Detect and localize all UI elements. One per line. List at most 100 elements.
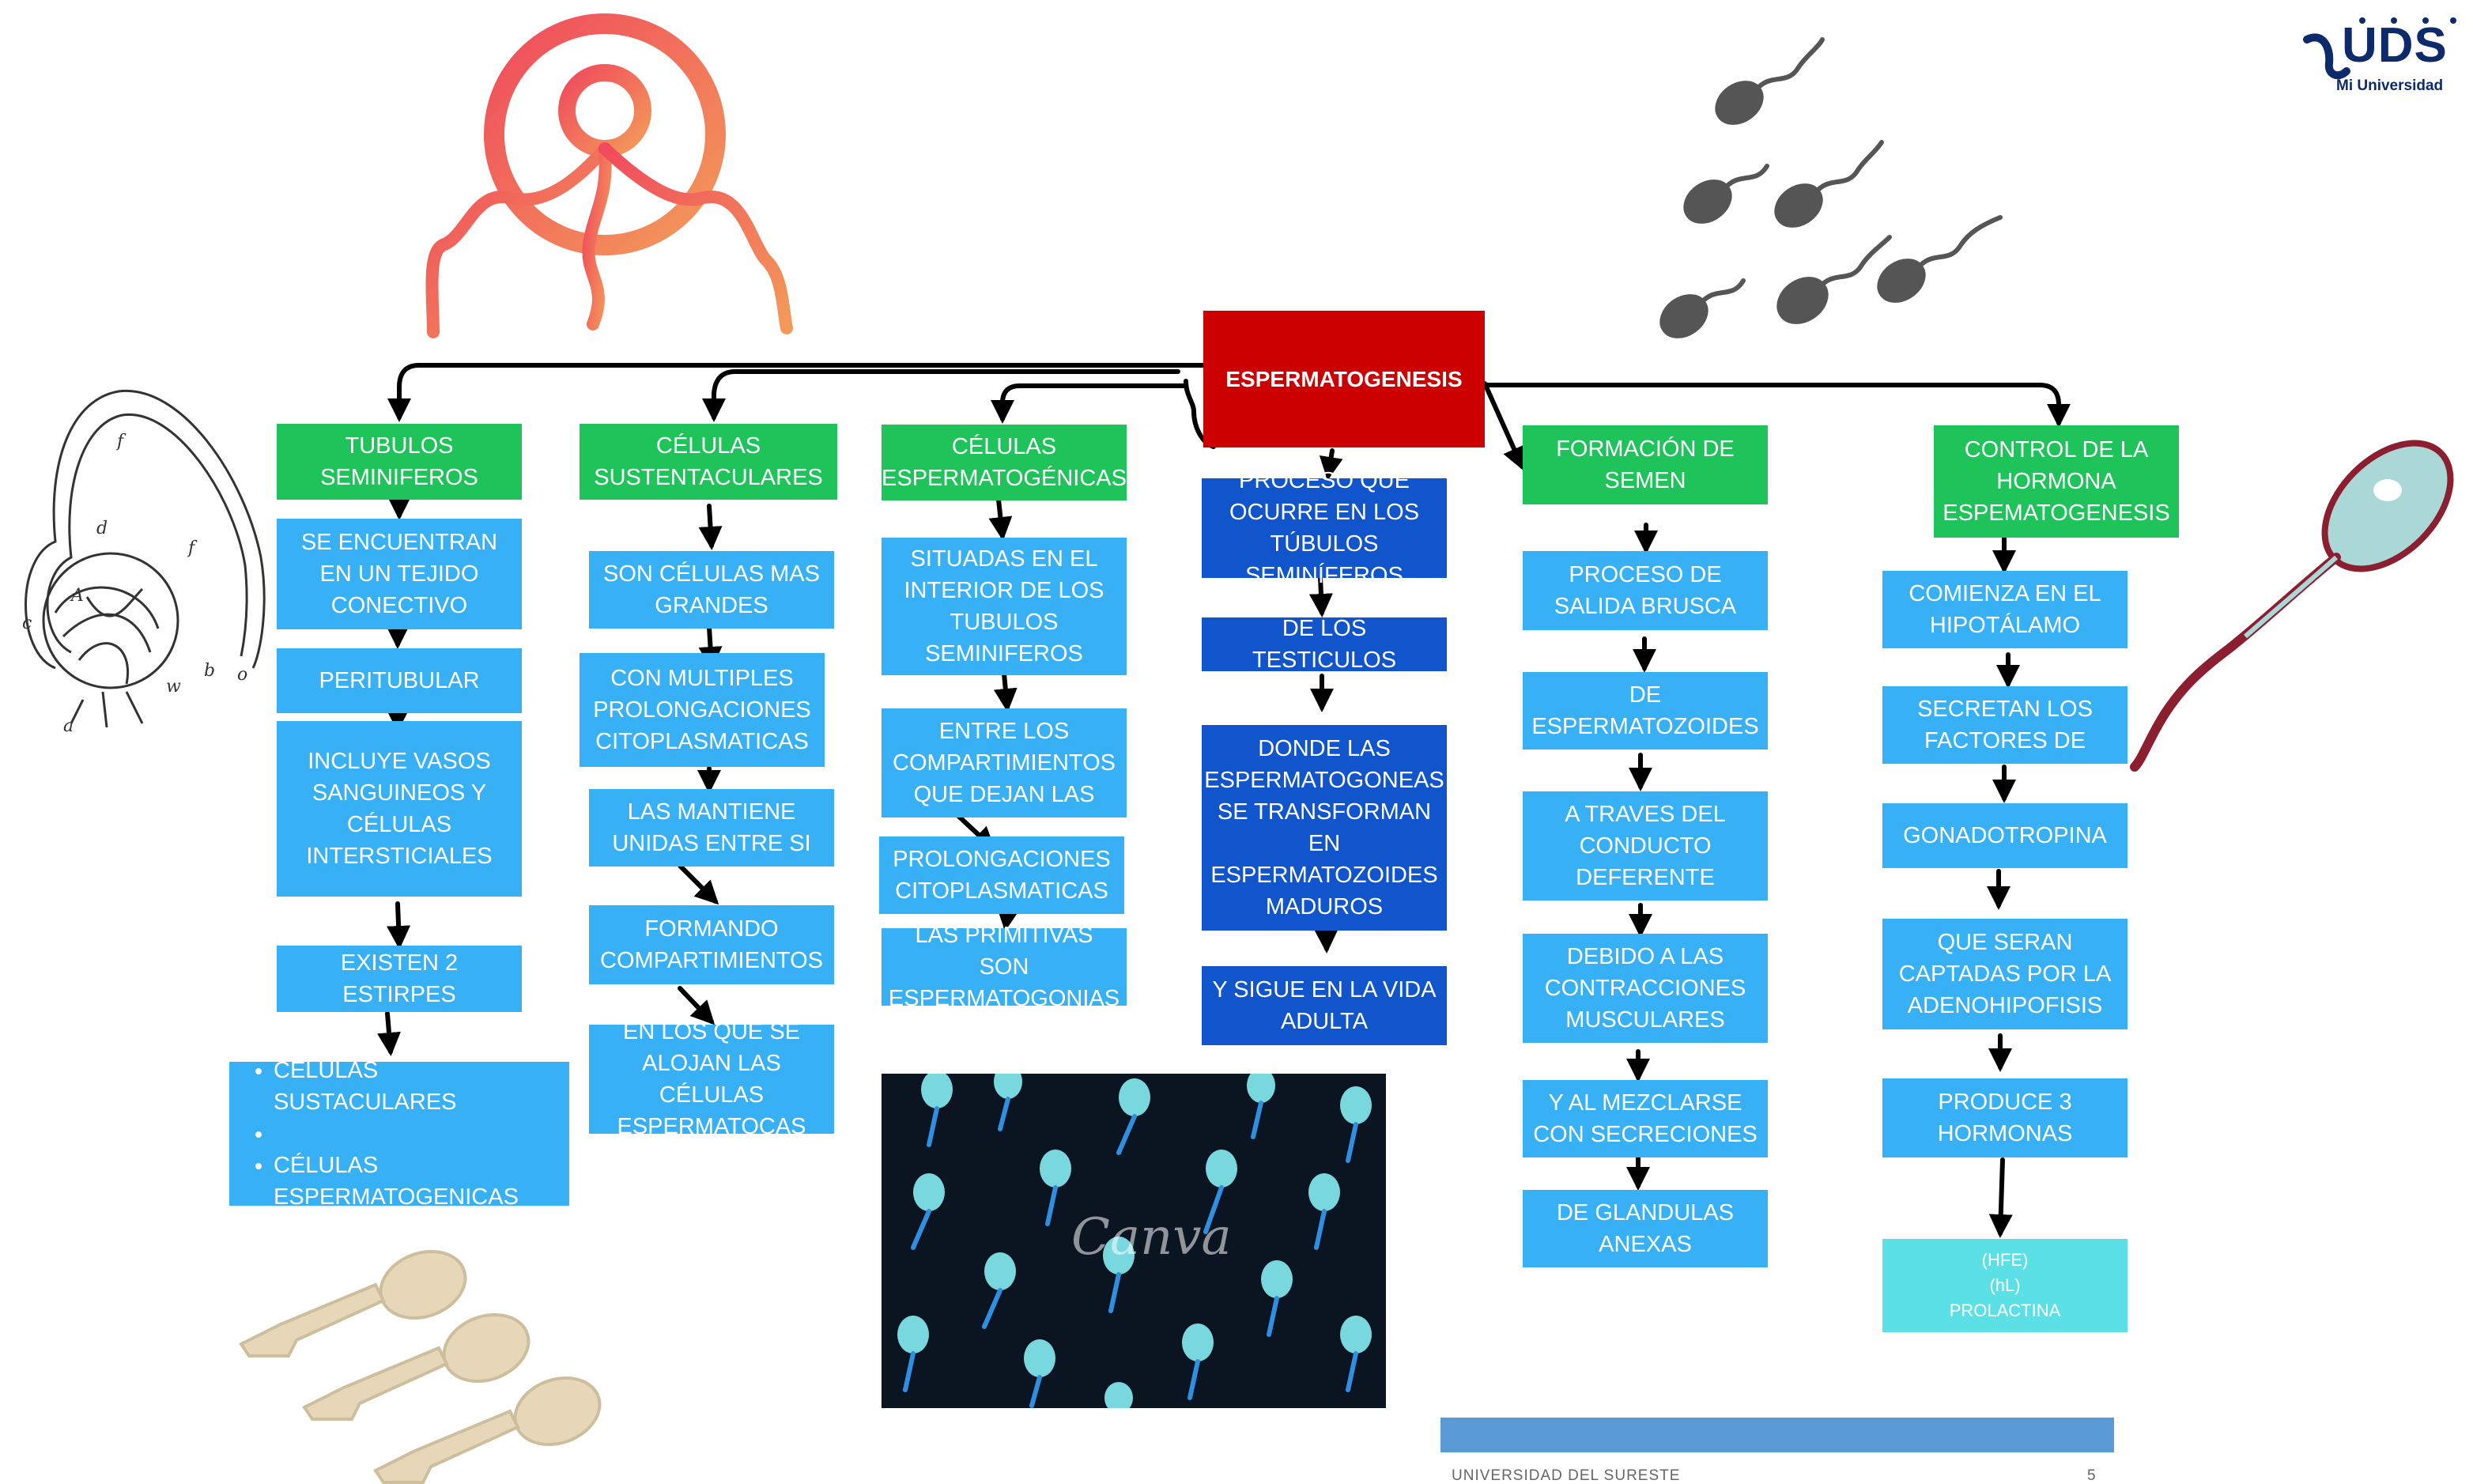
- col6-item-4: QUE SERAN CAPTADAS POR LA ADENOHIPOFISIS: [1882, 919, 2128, 1029]
- svg-text:b: b: [204, 661, 215, 681]
- col3-header: CÉLULAS ESPERMATOGÉNICAS: [882, 425, 1127, 500]
- col5-item-6: DE GLANDULAS ANEXAS: [1523, 1190, 1768, 1267]
- col6-item-2-label: SECRETAN LOS FACTORES DE: [1917, 697, 2093, 753]
- col5-item-6-label: DE GLANDULAS ANEXAS: [1556, 1200, 1734, 1257]
- col5-header: FORMACIÓN DE SEMEN: [1523, 425, 1768, 504]
- single-sperm-illustration: [2130, 440, 2454, 772]
- col1-header: TUBULOS SEMINIFEROS: [277, 424, 522, 500]
- col3-item-3-label: PROLONGACIONES CITOPLASMATICAS: [893, 847, 1111, 904]
- col2-item-1-label: SON CÉLULAS MAS GRANDES: [603, 561, 820, 618]
- bullet-item: CÉLULAS ESPERMATOGENICAS: [274, 1150, 563, 1213]
- col3-item-4: LAS PRIMITIVAS SON ESPERMATOGONIAS: [882, 923, 1127, 1011]
- col3-item-1: SITUADAS EN EL INTERIOR DE LOS TUBULOS S…: [882, 538, 1127, 675]
- bullet-list: CÉLULAS SUSTACULARES CÉLULAS ESPERMATOGE…: [245, 1055, 563, 1213]
- col1-item-2-label: PERITUBULAR: [319, 668, 480, 693]
- col2-item-3: LAS MANTIENE UNIDAS ENTRE SI: [589, 789, 834, 867]
- col4-item-4: Y SIGUE EN LA VIDA ADULTA: [1202, 966, 1447, 1045]
- col2-item-3-label: LAS MANTIENE UNIDAS ENTRE SI: [612, 799, 811, 856]
- uds-logo-tagline: Mi Universidad: [2336, 77, 2444, 94]
- col1-item-2: PERITUBULAR: [277, 648, 522, 713]
- col3-item-3: PROLONGACIONES CITOPLASMATICAS: [879, 836, 1124, 914]
- col5-item-2-label: DE ESPERMATOZOIDES: [1531, 682, 1759, 739]
- col2-header-label: CÉLULAS SUSTENTACULARES: [594, 433, 823, 490]
- col5-item-3: A TRAVES DEL CONDUCTO DEFERENTE: [1523, 791, 1768, 901]
- sperm-cells-dark-illustration: [1659, 37, 2003, 338]
- col4-item-2-label: DE LOS TESTICULOS: [1252, 616, 1397, 673]
- col5-item-3-label: A TRAVES DEL CONDUCTO DEFERENTE: [1565, 802, 1726, 890]
- col1-bullet-list: CÉLULAS SUSTACULARES CÉLULAS ESPERMATOGE…: [229, 1058, 569, 1210]
- col3-header-label: CÉLULAS ESPERMATOGÉNICAS: [882, 434, 1127, 491]
- col3-item-2: ENTRE LOS COMPARTIMIENTOS QUE DEJAN LAS: [882, 708, 1127, 818]
- col5-item-4-label: DEBIDO A LAS CONTRACCIONES MUSCULARES: [1544, 944, 1746, 1033]
- col6-item-3-label: GONADOTROPINA: [1903, 823, 2107, 848]
- col1-header-label: TUBULOS SEMINIFEROS: [320, 433, 478, 490]
- col6-header: CONTROL DE LA HORMONA ESPEMATOGENESIS: [1934, 425, 2179, 538]
- svg-text:o: o: [237, 665, 247, 685]
- beige-sperm-illustration: [239, 1249, 602, 1484]
- col2-header: CÉLULAS SUSTENTACULARES: [580, 424, 837, 500]
- col4-item-1-label: PROCESO QUE OCURRE EN LOS TÚBULOS SEMINÍ…: [1229, 468, 1420, 588]
- col2-item-2: CON MULTIPLES PROLONGACIONES CITOPLASMAT…: [580, 653, 825, 767]
- col6-item-1: COMIENZA EN EL HIPOTÁLAMO: [1882, 571, 2128, 648]
- hormone-hfe: (HFE): [1981, 1250, 2029, 1270]
- hormone-hl: (hL): [1989, 1275, 2021, 1295]
- footer-bar: [1440, 1418, 2114, 1452]
- col5-item-2: DE ESPERMATOZOIDES: [1523, 672, 1768, 750]
- uds-logo-word: UDS: [2342, 18, 2448, 73]
- col4-item-4-label: Y SIGUE EN LA VIDA ADULTA: [1212, 977, 1437, 1034]
- col2-item-5-label: EN LOS QUE SE ALOJAN LAS CÉLULAS ESPERMA…: [617, 1019, 806, 1139]
- col5-item-5: Y AL MEZCLARSE CON SECRECIONES: [1523, 1080, 1768, 1157]
- col6-item-5-label: PRODUCE 3 HORMONAS: [1937, 1089, 2073, 1146]
- svg-text:A: A: [70, 586, 84, 606]
- col6-item-3: GONADOTROPINA: [1882, 803, 2128, 868]
- col3-item-1-label: SITUADAS EN EL INTERIOR DE LOS TUBULOS S…: [904, 546, 1104, 666]
- col5-item-1-label: PROCESO DE SALIDA BRUSCA: [1554, 562, 1737, 619]
- uds-logo-icon: [2303, 17, 2456, 80]
- col6-header-label: CONTROL DE LA HORMONA ESPEMATOGENESIS: [1943, 437, 2170, 526]
- testicle-anatomy-sketch: fdf Acb owa: [22, 389, 266, 736]
- col5-item-4: DEBIDO A LAS CONTRACCIONES MUSCULARES: [1523, 934, 1768, 1043]
- hormones-box: (HFE) (hL) PROLACTINA: [1882, 1239, 2128, 1332]
- col2-item-4: FORMANDO COMPARTIMIENTOS: [589, 905, 834, 984]
- central-node: ESPERMATOGENESIS: [1203, 311, 1485, 447]
- svg-text:d: d: [96, 519, 108, 538]
- svg-text:a: a: [63, 716, 74, 736]
- col1-item-3: INCLUYE VASOS SANGUINEOS Y CÉLULAS INTER…: [277, 721, 522, 897]
- footer-page-number: 5: [2087, 1467, 2096, 1484]
- svg-text:c: c: [22, 614, 32, 633]
- col6-item-4-label: QUE SERAN CAPTADAS POR LA ADENOHIPOFISIS: [1898, 930, 2112, 1018]
- col2-item-1: SON CÉLULAS MAS GRANDES: [589, 551, 834, 629]
- col5-item-5-label: Y AL MEZCLARSE CON SECRECIONES: [1533, 1090, 1758, 1147]
- col1-item-1: SE ENCUENTRAN EN UN TEJIDO CONECTIVO: [277, 519, 522, 629]
- col3-item-2-label: ENTRE LOS COMPARTIMIENTOS QUE DEJAN LAS: [893, 719, 1116, 807]
- svg-text:w: w: [166, 677, 181, 697]
- bullet-item: [274, 1118, 563, 1150]
- col3-item-4-label: LAS PRIMITIVAS SON ESPERMATOGONIAS: [888, 923, 1120, 1011]
- col4-item-3-label: DONDE LAS ESPERMATOGONEAS SE TRANSFORMAN…: [1204, 736, 1444, 919]
- sperm-photo: Canva: [882, 1074, 1386, 1408]
- col2-item-2-label: CON MULTIPLES PROLONGACIONES CITOPLASMAT…: [593, 666, 811, 754]
- col1-item-3-label: INCLUYE VASOS SANGUINEOS Y CÉLULAS INTER…: [306, 749, 493, 869]
- col2-item-5: EN LOS QUE SE ALOJAN LAS CÉLULAS ESPERMA…: [589, 1019, 834, 1139]
- col6-item-1-label: COMIENZA EN EL HIPOTÁLAMO: [1909, 581, 2101, 638]
- col2-item-4-label: FORMANDO COMPARTIMIENTOS: [600, 916, 823, 973]
- col6-item-5: PRODUCE 3 HORMONAS: [1882, 1078, 2128, 1157]
- col4-item-2: DE LOS TESTICULOS: [1202, 616, 1447, 673]
- col1-item-4: EXISTEN 2 ESTIRPES: [277, 946, 522, 1012]
- bullet-item: CÉLULAS SUSTACULARES: [274, 1055, 563, 1118]
- col6-item-2: SECRETAN LOS FACTORES DE: [1882, 686, 2128, 764]
- footer-university: UNIVERSIDAD DEL SURESTE: [1452, 1467, 1681, 1484]
- hormone-prolactina: PROLACTINA: [1949, 1301, 2061, 1320]
- sperm-photo-art: [897, 1074, 1372, 1408]
- sperm-ring-illustration: [425, 13, 793, 338]
- col5-item-1: PROCESO DE SALIDA BRUSCA: [1523, 551, 1768, 630]
- canva-watermark: Canva: [1071, 1208, 1232, 1267]
- col5-header-label: FORMACIÓN DE SEMEN: [1556, 436, 1735, 493]
- col4-item-1: PROCESO QUE OCURRE EN LOS TÚBULOS SEMINÍ…: [1202, 468, 1447, 588]
- col1-item-1-label: SE ENCUENTRAN EN UN TEJIDO CONECTIVO: [300, 530, 498, 618]
- central-label: ESPERMATOGENESIS: [1225, 366, 1463, 391]
- col4-item-3: DONDE LAS ESPERMATOGONEAS SE TRANSFORMAN…: [1202, 725, 1447, 931]
- col1-item-4-label: EXISTEN 2 ESTIRPES: [340, 950, 459, 1007]
